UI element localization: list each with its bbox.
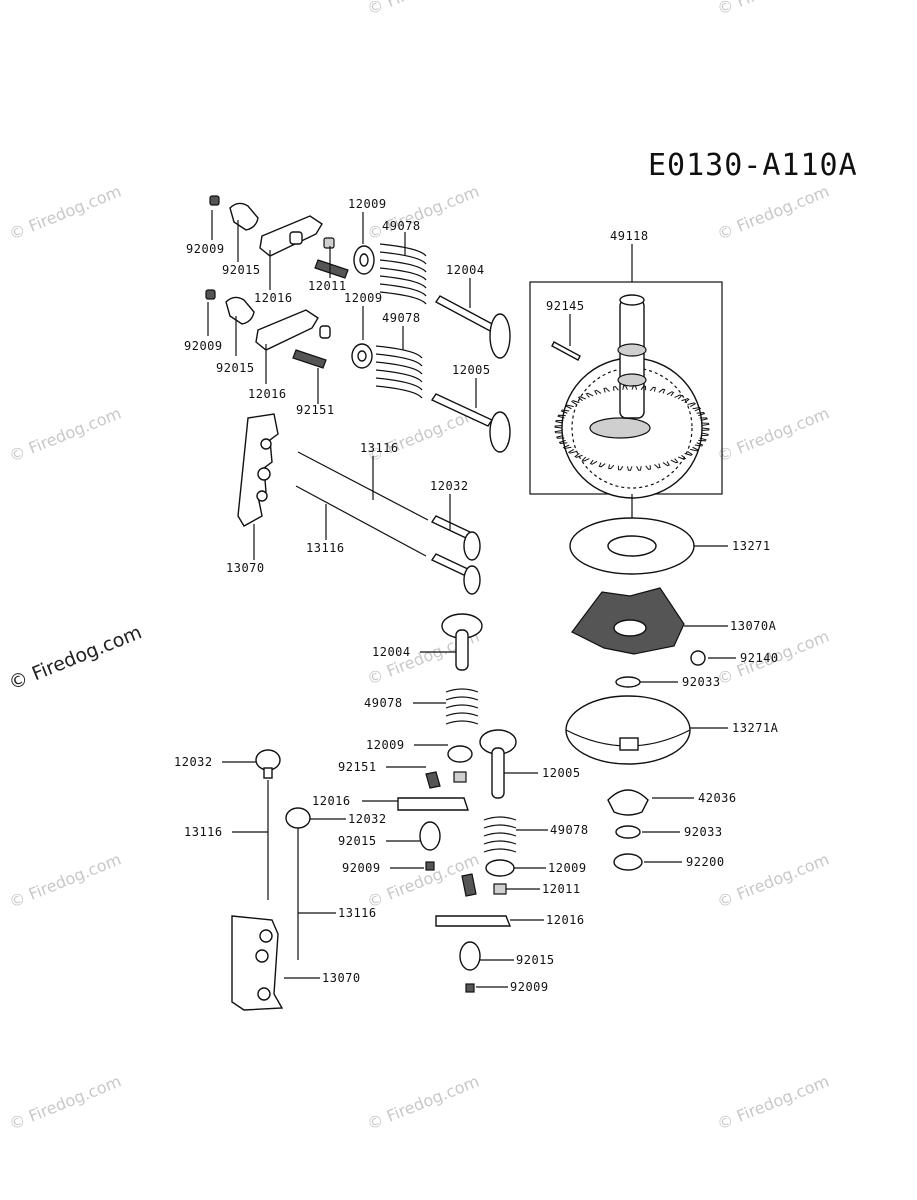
part-label: 12016	[546, 913, 585, 927]
part-label: 13271	[732, 539, 771, 553]
push-rods-upper	[295, 451, 481, 595]
part-label: 13116	[338, 906, 377, 920]
watermark: © Firedog.com	[6, 182, 123, 244]
watermark: © Firedog.com	[364, 182, 481, 244]
part-label: 12011	[542, 882, 581, 896]
part-label: 12004	[372, 645, 411, 659]
part-label: 92151	[296, 403, 335, 417]
part-label: 49118	[610, 229, 649, 243]
part-label: 12009	[348, 197, 387, 211]
part-label: 92151	[338, 760, 377, 774]
part-label: 92009	[184, 339, 223, 353]
rocker-assembly-upper	[209, 195, 511, 359]
part-label: 92145	[546, 299, 585, 313]
part-label: 12032	[174, 755, 213, 769]
part-label: 12005	[542, 766, 581, 780]
watermark: © Firedog.com	[6, 404, 123, 466]
part-label: 13070	[322, 971, 361, 985]
part-label: 13070	[226, 561, 265, 575]
part-label: 12005	[452, 363, 491, 377]
part-label: 49078	[364, 696, 403, 710]
watermark: © Firedog.com	[714, 404, 831, 466]
part-label: 49078	[382, 311, 421, 325]
part-label: 92015	[216, 361, 255, 375]
part-label: 12016	[248, 387, 287, 401]
part-label: 92015	[338, 834, 377, 848]
camshaft-box	[529, 244, 723, 520]
watermark: © Firedog.com	[364, 1072, 481, 1134]
watermark: © Firedog.com	[714, 0, 831, 19]
part-label: 12009	[548, 861, 587, 875]
watermark: © Firedog.com	[714, 850, 831, 912]
part-label: 92015	[222, 263, 261, 277]
part-number-labels: 92009 92015 12016 12009 49078 12011 1200…	[174, 197, 779, 994]
part-label: 12009	[344, 291, 383, 305]
part-label: 92009	[510, 980, 549, 994]
part-label: 12004	[446, 263, 485, 277]
watermark: © Firedog.com	[6, 850, 123, 912]
leader-lines-top-left	[207, 210, 477, 560]
part-label: 13271A	[732, 721, 779, 735]
part-label: 12009	[366, 738, 405, 752]
guide-plate-upper	[237, 413, 279, 527]
part-label: 12032	[430, 479, 469, 493]
part-label: 13116	[306, 541, 345, 555]
part-label: 92033	[684, 825, 723, 839]
part-label: 49078	[382, 219, 421, 233]
watermark: © Firedog.com	[714, 182, 831, 244]
part-label: 42036	[698, 791, 737, 805]
part-label: 92015	[516, 953, 555, 967]
lower-valve-train	[222, 613, 548, 1011]
camshaft-gear-teeth	[554, 385, 710, 471]
part-label: 13116	[360, 441, 399, 455]
watermark: © Firedog.com	[364, 0, 481, 19]
rocker-assembly-lower	[205, 289, 511, 453]
part-label: 12011	[308, 279, 347, 293]
watermarks: © Firedog.com © Firedog.com © Firedog.co…	[6, 0, 832, 1134]
diagram-code: E0130-A110A	[648, 148, 858, 183]
part-label: 49078	[550, 823, 589, 837]
part-label: 92009	[342, 861, 381, 875]
part-label: 13116	[184, 825, 223, 839]
part-label: 92140	[740, 651, 779, 665]
part-label: 92200	[686, 855, 725, 869]
part-label: 12016	[254, 291, 293, 305]
governor-parts	[565, 517, 736, 871]
part-label: 92009	[186, 242, 225, 256]
watermark-large: © Firedog.com	[6, 621, 145, 694]
part-label: 12016	[312, 794, 351, 808]
part-label: 13070A	[730, 619, 777, 633]
watermark: © Firedog.com	[6, 1072, 123, 1134]
part-label: 92033	[682, 675, 721, 689]
watermark: © Firedog.com	[714, 1072, 831, 1134]
part-label: 12032	[348, 812, 387, 826]
